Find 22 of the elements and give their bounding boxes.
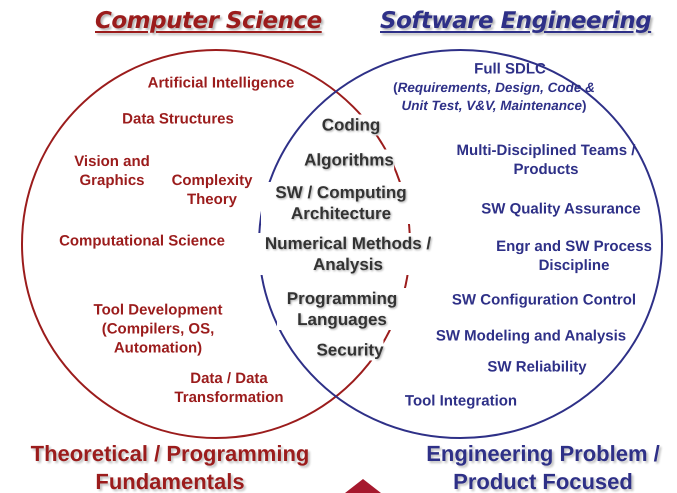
- topic-label: SW Quality Assurance: [480, 200, 642, 218]
- topic-label: Vision and Graphics: [73, 152, 151, 190]
- topic-label: Tool Development (Compilers, OS, Automation): [92, 300, 224, 358]
- topic-label: Algorithms: [304, 150, 394, 170]
- topic-label: Computational Science: [58, 232, 226, 250]
- topic-label: SW Reliability: [486, 358, 588, 376]
- topic-label: Artificial Intelligence: [146, 74, 296, 92]
- topic-label: Security: [316, 340, 384, 360]
- topic-label: Coding: [322, 114, 380, 136]
- topic-label: Full SDLC: [473, 60, 547, 78]
- topic-label: Data Structures: [121, 110, 235, 128]
- topic-label: SW Modeling and Analysis: [434, 326, 628, 346]
- topic-label: Complexity Theory: [170, 171, 254, 209]
- topic-label: Programming Languages: [277, 288, 407, 330]
- topic-label: SW Configuration Control: [450, 290, 638, 310]
- circle-caption: Theoretical / Programming Fundamentals: [30, 440, 310, 493]
- topic-label: Engr and SW Process Discipline: [495, 237, 653, 275]
- circle-heading: Computer Science: [95, 8, 322, 34]
- topic-label: Tool Integration: [404, 392, 518, 410]
- topic-label: Data / Data Transformation: [173, 369, 285, 407]
- circle-heading: Software Engineering: [380, 8, 652, 34]
- circle-caption: Engineering Problem / Product Focused: [425, 440, 661, 493]
